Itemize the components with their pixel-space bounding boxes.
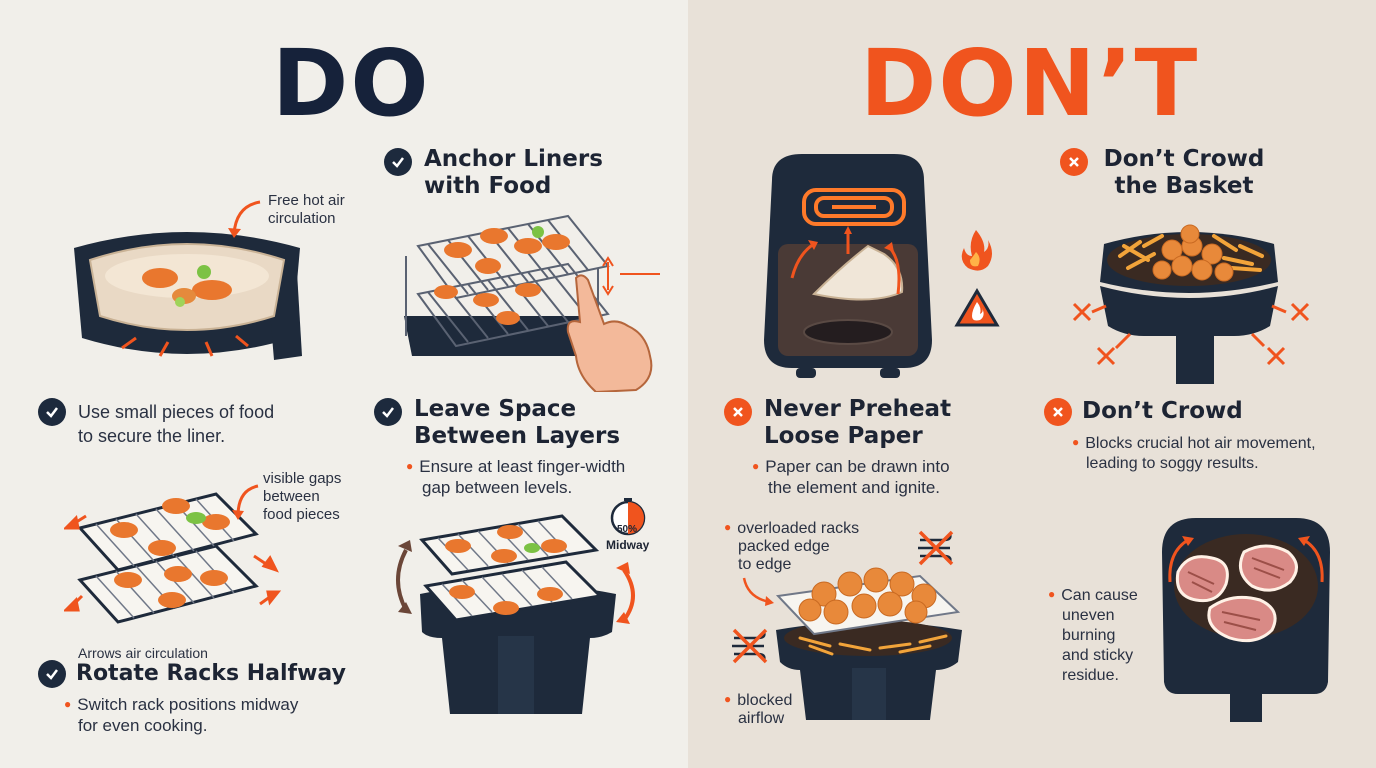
no-airflow-icon (732, 628, 768, 664)
anchor-title-line1: Anchor Liners (424, 146, 603, 172)
pork-chop-icon (1175, 544, 1298, 643)
check-icon (38, 660, 66, 688)
bullet-icon: ● (724, 520, 732, 534)
dont-title: DON’T (860, 30, 1200, 137)
x-icon (1044, 398, 1072, 426)
bullet-icon: ● (752, 459, 760, 473)
crowded-basket-illustration (1072, 224, 1310, 384)
bullet-icon: ● (64, 697, 72, 711)
liner-text-line2: to secure the liner. (78, 426, 226, 446)
check-icon (38, 398, 66, 426)
blocked-annotation-line2: airflow (738, 710, 785, 727)
check-icon (384, 148, 412, 176)
bullet-icon: ● (406, 459, 414, 473)
preheat-text-line2: the element and ignite. (768, 478, 941, 497)
leave-space-text-line2: gap between levels. (422, 478, 573, 497)
rotate-title: Rotate Racks Halfway (76, 661, 346, 686)
warning-icon (954, 288, 1000, 327)
fire-icon (961, 230, 992, 271)
anchor-title-line2: with Food (424, 173, 552, 199)
crowd-text-line1: Blocks crucial hot air movement, (1085, 435, 1316, 452)
crowd-basket-title-line1: Don’t Crowd (1103, 146, 1265, 172)
preheat-text-line1: Paper can be drawn into (765, 457, 950, 476)
preheat-title-line2: Loose Paper (764, 423, 923, 449)
x-icon (1060, 148, 1088, 176)
stacked-racks-illustration (404, 214, 660, 392)
heating-element-icon (802, 188, 906, 226)
crowd-text-line2: leading to soggy results. (1086, 455, 1259, 472)
bullet-icon: ● (1048, 587, 1056, 601)
overload-annotation-line1: overloaded racks (737, 520, 860, 537)
no-airflow-icon (918, 530, 954, 566)
uneven-line3: burning (1062, 627, 1116, 644)
crowd-title: Don’t Crowd (1082, 398, 1243, 424)
leave-space-title-line2: Between Layers (414, 423, 621, 449)
gaps-annotation-line3: food pieces (263, 506, 340, 523)
curved-arrow-icon (742, 577, 774, 606)
overload-annotation-line2: packed edge (738, 538, 830, 555)
uneven-line4: and sticky (1062, 647, 1134, 664)
liner-text-line1: Use small pieces of food (78, 402, 275, 422)
paper-fryer-illustration (764, 154, 932, 378)
uneven-line5: residue. (1062, 667, 1119, 684)
overload-annotation-line3: to edge (738, 556, 792, 573)
check-icon (374, 398, 402, 426)
uneven-line1: Can cause (1061, 587, 1138, 604)
bullet-icon: ● (724, 692, 732, 706)
rotate-caption: Arrows air circulation (78, 645, 208, 661)
pork-chop-basket-illustration (1162, 518, 1330, 722)
overloaded-fryer-illustration (775, 567, 962, 720)
uneven-line2: uneven (1062, 607, 1115, 624)
liner-annotation-line2: circulation (268, 210, 336, 227)
do-title: DO (272, 30, 431, 137)
rotate-text-line2: for even cooking. (78, 716, 208, 735)
circulation-arrows-icon (64, 514, 282, 612)
x-icon (724, 398, 752, 426)
hand-pointer-icon (566, 274, 653, 392)
leave-space-title-line1: Leave Space (414, 396, 577, 422)
gaps-annotation-line1: visible gaps (263, 470, 342, 487)
gaps-annotation-line2: between (263, 488, 320, 505)
crowd-basket-title-line2: the Basket (1114, 173, 1254, 199)
leave-space-text-line1: Ensure at least finger-width (419, 457, 626, 476)
timer-percent: 50% (617, 524, 638, 535)
liner-basket-illustration (74, 232, 302, 360)
blocked-annotation-line1: blocked (737, 692, 793, 709)
rotate-text-line1: Switch rack positions midway (77, 695, 299, 714)
preheat-title-line1: Never Preheat (764, 396, 952, 422)
timer-label: Midway (606, 538, 650, 552)
bullet-icon: ● (1072, 435, 1080, 449)
curved-arrow-icon (232, 484, 259, 520)
liner-annotation-line1: Free hot air (268, 192, 345, 209)
timer-icon (610, 498, 646, 536)
gapped-racks-illustration (77, 492, 259, 624)
curved-arrow-icon (228, 200, 261, 238)
rotate-racks-fryer-illustration (396, 514, 635, 714)
